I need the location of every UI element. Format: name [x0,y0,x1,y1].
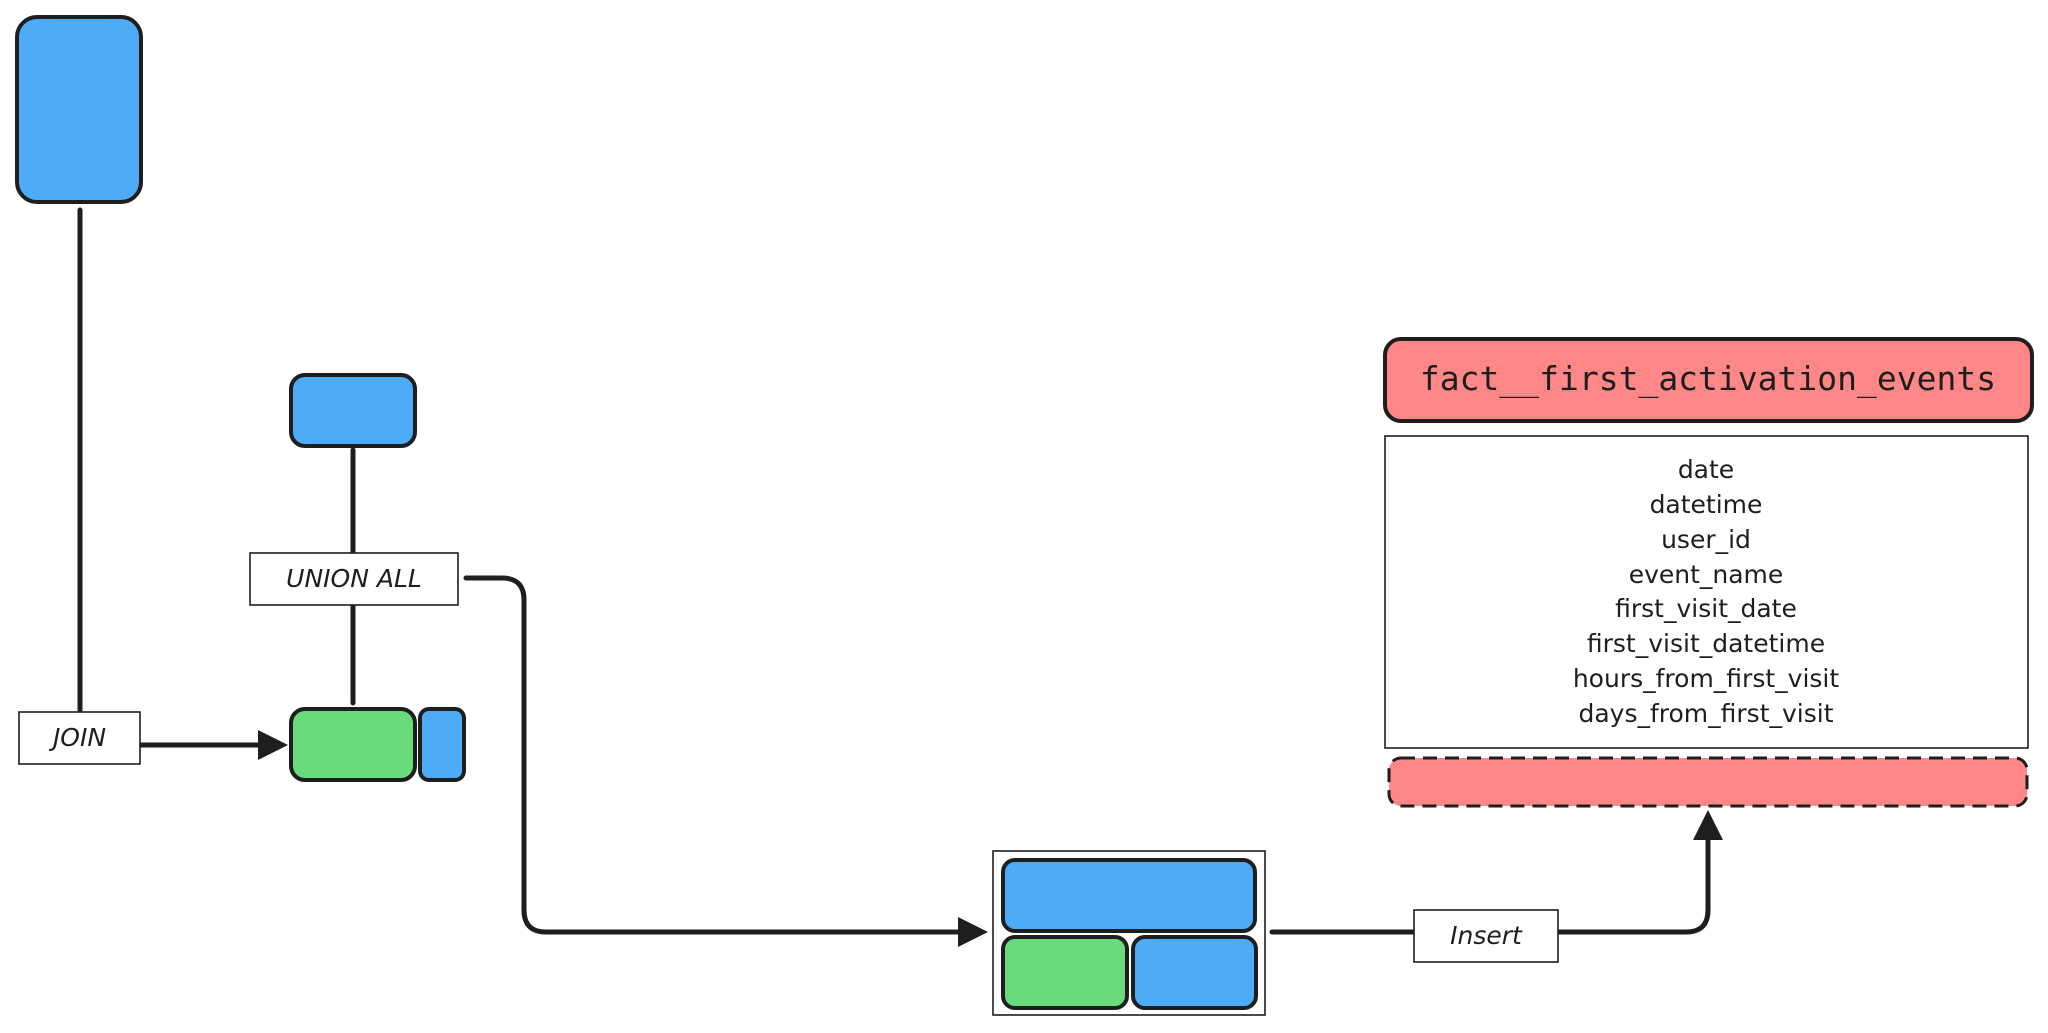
table-column: date [1678,455,1734,484]
table-column: days_from_first_visit [1578,699,1833,728]
staging-node[interactable] [992,850,1266,1016]
source-node-small[interactable] [289,373,417,448]
insert-label[interactable]: Insert [1413,909,1559,963]
source-node-tall[interactable] [15,15,143,204]
table-column: first_visit_datetime [1587,629,1825,658]
combined-node[interactable] [289,707,466,782]
table-column: event_name [1629,560,1784,589]
combined-node-green-block [289,707,417,782]
staging-node-bottom-blue [1131,935,1258,1010]
table-column: user_id [1661,525,1751,554]
union-all-label-text: UNION ALL [286,564,422,593]
staging-node-top-blue [1001,858,1257,933]
table-column: datetime [1650,490,1763,519]
staging-node-bottom-green [1001,935,1129,1010]
table-column: first_visit_date [1615,594,1797,623]
arrow-union-to-staging [463,575,988,947]
combined-node-blue-block [418,707,466,782]
arrow-insert-to-table [1269,810,1723,935]
insert-label-text: Insert [1450,921,1523,950]
table-column: hours_from_first_visit [1573,664,1840,693]
union-all-label[interactable]: UNION ALL [249,552,459,606]
table-header [1383,337,2034,423]
join-label[interactable]: JOIN [18,711,141,765]
table-columns-box [1384,435,2029,749]
target-table[interactable]: fact__first_activation_events date datet… [1383,337,2034,808]
table-footer-dashed [1387,756,2029,808]
table-name: fact__first_activation_events [1420,359,1996,399]
arrow-join-to-combined [137,730,288,760]
join-label-text: JOIN [48,723,106,752]
table-column-list: date datetime user_id event_name first_v… [1573,455,1840,728]
